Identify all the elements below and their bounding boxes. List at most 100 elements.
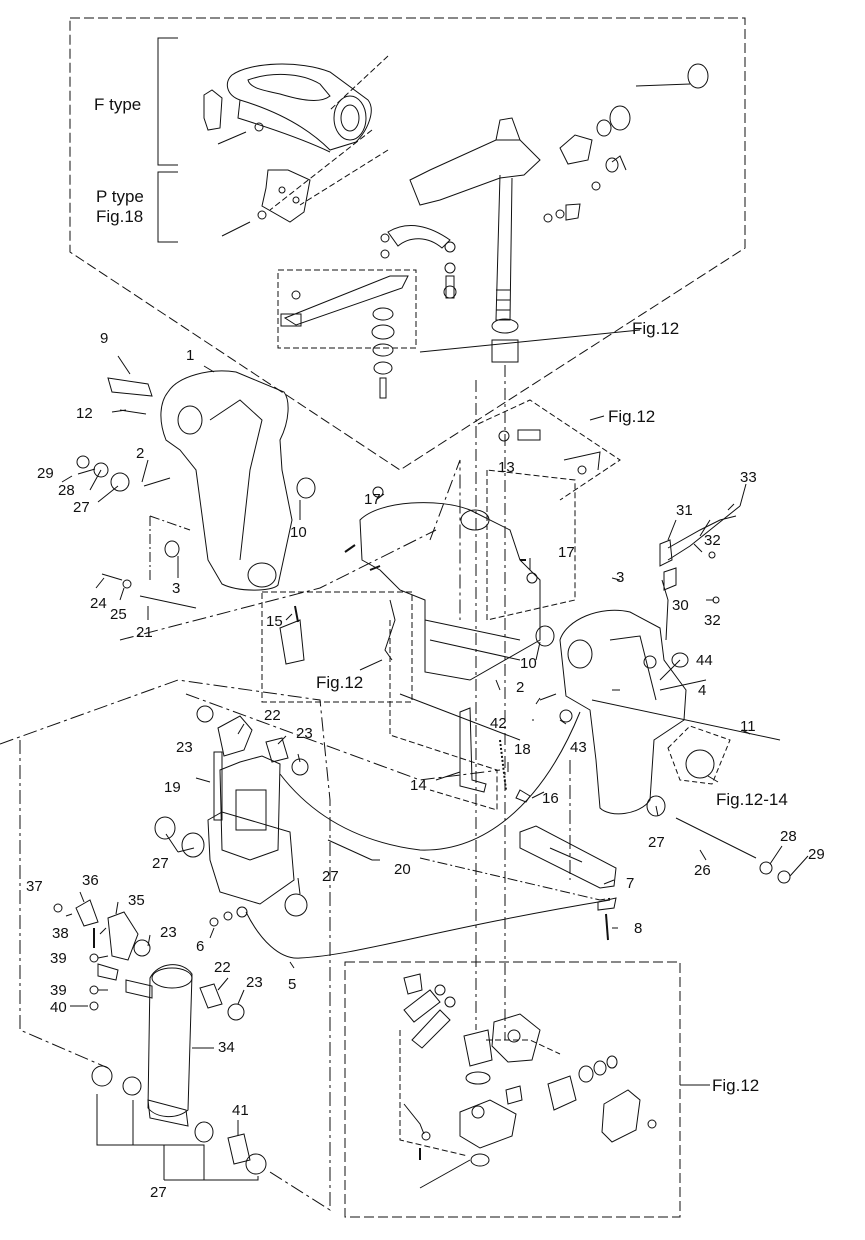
part-number-label: 27 [322, 868, 339, 885]
part-number-label: 3 [616, 569, 625, 586]
part-number-label: 28 [58, 482, 75, 499]
f-type-bracket [157, 37, 178, 166]
part-number-label: 23 [246, 974, 263, 991]
clamp-block-part [459, 1099, 517, 1149]
part-number-label: 12 [76, 405, 93, 422]
part-number-label: 17 [558, 544, 575, 561]
right-stern-bracket-part [559, 609, 687, 815]
link-dashed-box [277, 269, 417, 349]
part-number-label: 39 [50, 950, 67, 967]
left-stern-bracket-part [160, 370, 293, 591]
variant-f-type-label: F type [94, 95, 142, 114]
part-number-label: 13 [498, 459, 515, 476]
variant-p-type-label: P type [96, 187, 144, 206]
tiller-handle-part [226, 63, 372, 153]
part-number-label: 18 [514, 741, 531, 758]
trim-cylinder-part [125, 964, 193, 1127]
part-number-label: 16 [542, 790, 559, 807]
part-number-label: 30 [672, 597, 689, 614]
top-right-bolt [635, 83, 691, 87]
part-number-label: 43 [570, 739, 587, 756]
part-number-label: 44 [696, 652, 713, 669]
fig-ref-label-1: Fig.12 [632, 319, 680, 338]
part-number-label: 27 [152, 855, 169, 872]
hose-20-line [279, 711, 581, 851]
pin-22b [199, 983, 223, 1009]
cover-part [601, 1089, 641, 1143]
tiller-bolt [217, 131, 247, 145]
variant-p-type-ref-label: Fig.18 [96, 207, 144, 226]
small-dashed-box [261, 591, 413, 703]
fig-ref-label-5: Fig.12 [712, 1076, 760, 1095]
tilt-cylinder-part [207, 715, 295, 905]
plate-7 [519, 825, 617, 889]
part-number-label: 35 [128, 892, 145, 909]
friction-plate-part [387, 225, 451, 249]
part-number-label: 37 [26, 878, 43, 895]
hose-5-line [245, 899, 611, 959]
part-number-label: 28 [780, 828, 797, 845]
part-number-label: 11 [740, 718, 756, 735]
tilt-bolt-9 [107, 377, 153, 397]
part-number-label: 17 [364, 491, 381, 508]
part-number-label: 29 [808, 846, 825, 863]
part-number-label: 24 [90, 595, 107, 612]
long-bolt-part [419, 1159, 471, 1189]
fig-ref-label-4: Fig.12-14 [716, 790, 788, 809]
pin-22 [265, 737, 289, 763]
part-number-label: 15 [266, 613, 283, 630]
part-number-label: 8 [634, 920, 643, 937]
tilt-rod-26 [675, 817, 757, 859]
part-number-label: 6 [196, 938, 205, 955]
part-number-label: 2 [136, 445, 145, 462]
rod-42 [399, 693, 521, 741]
part-number-label: 10 [290, 524, 307, 541]
bushing-41 [227, 1133, 251, 1165]
part-number-label: 27 [648, 834, 665, 851]
part-number-label: 22 [214, 959, 231, 976]
part-number-label: 39 [50, 982, 67, 999]
part-number-label: 33 [740, 469, 757, 486]
part-number-label: 5 [288, 976, 297, 993]
part-number-label: 7 [626, 875, 635, 892]
part-number-label: 31 [676, 502, 693, 519]
part-number-label: 4 [698, 682, 707, 699]
tilt-shaft-21 [139, 595, 197, 609]
part-number-label: 29 [37, 465, 54, 482]
part-number-label: 41 [232, 1102, 249, 1119]
part-number-label: 26 [694, 862, 711, 879]
part-number-label: 23 [160, 924, 177, 941]
part-number-label: 10 [520, 655, 537, 672]
part-number-label: 27 [150, 1184, 167, 1201]
fig-ref-label-3: Fig.12 [316, 673, 364, 692]
part-number-label: 38 [52, 925, 69, 942]
p-type-bracket [157, 171, 178, 243]
part-number-label: 23 [176, 739, 193, 756]
part-number-label: 2 [516, 679, 525, 696]
part-number-label: 27 [73, 499, 90, 516]
part-number-label: 19 [164, 779, 181, 796]
part-number-label: 1 [186, 347, 195, 364]
part-number-label: 21 [136, 624, 153, 641]
steering-arm-part [409, 117, 541, 321]
bottom-enclosure-outline [344, 961, 681, 1218]
swivel-bracket-part [359, 502, 541, 681]
top-enclosure-outline [69, 17, 746, 471]
part-number-label: 40 [50, 999, 67, 1016]
p-type-part [221, 169, 311, 237]
part-number-label: 23 [296, 725, 313, 742]
part-number-label: 25 [110, 606, 127, 623]
top-right-bushing [559, 134, 593, 165]
mount-plate-part [491, 1013, 541, 1063]
part-number-label: 9 [100, 330, 109, 347]
part-number-label: 36 [82, 872, 99, 889]
part-number-label: 14 [410, 777, 427, 794]
fig-ref-label-2: Fig.12 [608, 407, 656, 426]
part-number-label: 42 [490, 715, 507, 732]
part-number-label: 34 [218, 1039, 235, 1056]
tiller-clamp-part [203, 89, 223, 131]
part-number-label: 3 [172, 580, 181, 597]
bracket-14 [459, 707, 487, 793]
